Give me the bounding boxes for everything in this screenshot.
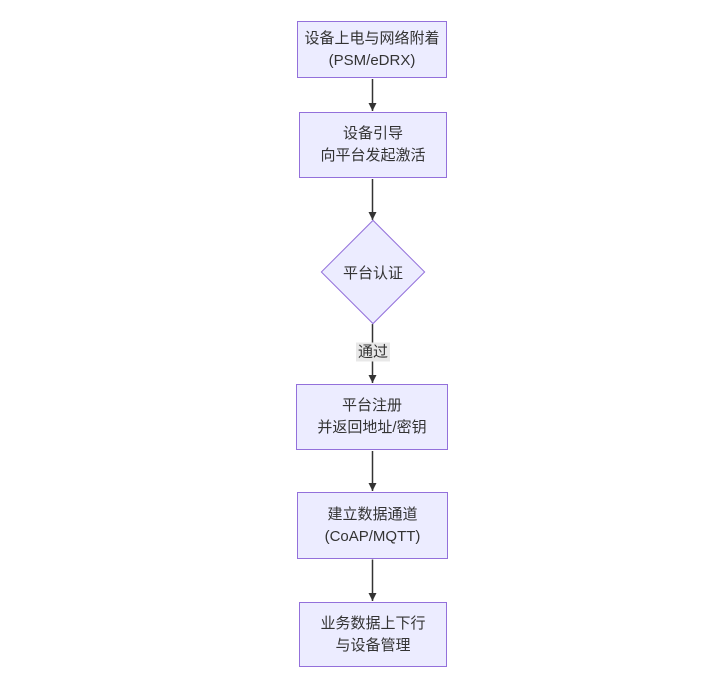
- node-bootstrap-line2: 向平台发起激活: [320, 147, 426, 164]
- node-platform-auth-label: 平台认证: [342, 264, 403, 282]
- node-register-line2: 并返回地址/密钥: [317, 419, 427, 436]
- node-power-attach-line1: 设备上电与网络附着: [304, 29, 440, 47]
- node-platform-auth: 平台认证: [320, 219, 426, 325]
- node-register: 平台注册 并返回地址/密钥: [296, 384, 448, 450]
- node-register-line1: 平台注册: [341, 397, 402, 414]
- node-bootstrap-line1: 设备引导: [342, 125, 403, 142]
- node-power-attach-line2: (PSM/eDRX): [328, 51, 416, 69]
- node-business-data-line2: 与设备管理: [335, 636, 411, 654]
- node-power-attach: 设备上电与网络附着 (PSM/eDRX): [297, 21, 447, 78]
- node-data-channel-line2: (CoAP/MQTT): [324, 527, 421, 545]
- node-bootstrap: 设备引导 向平台发起激活: [299, 112, 447, 178]
- node-business-data-line1: 业务数据上下行: [320, 614, 426, 632]
- edge-label-pass: 通过: [355, 342, 391, 362]
- node-data-channel: 建立数据通道 (CoAP/MQTT): [297, 492, 448, 559]
- node-data-channel-line1: 建立数据通道: [327, 505, 418, 523]
- node-business-data: 业务数据上下行 与设备管理: [299, 602, 447, 667]
